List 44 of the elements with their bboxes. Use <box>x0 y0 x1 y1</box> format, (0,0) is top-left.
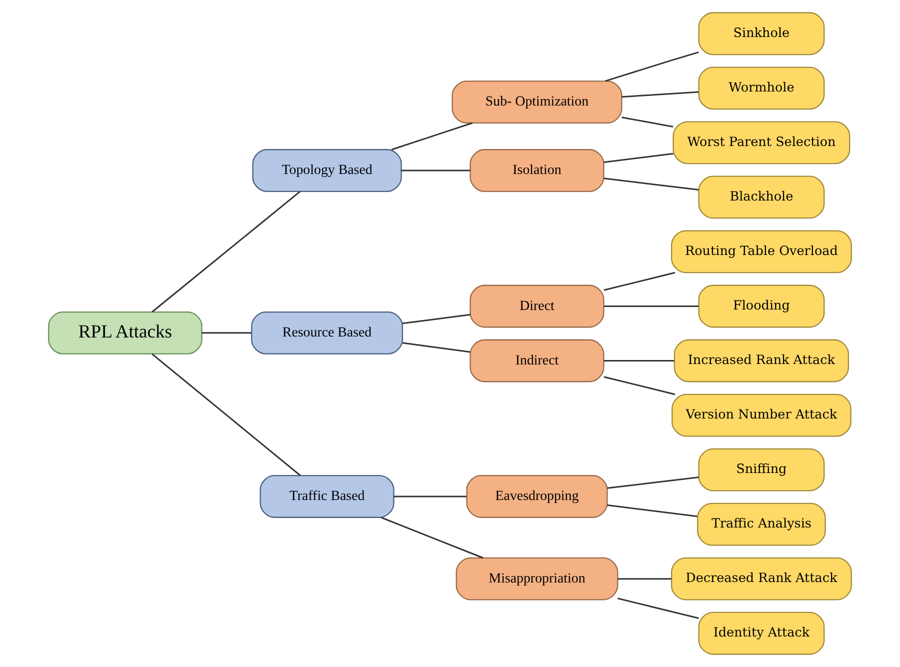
connector <box>604 152 674 164</box>
node-box: Increased Rank Attack <box>674 339 850 382</box>
node-box: Topology Based <box>252 149 402 192</box>
connector <box>402 314 470 324</box>
node-box: Decreased Rank Attack <box>670 557 852 600</box>
node-box: Traffic Based <box>260 475 394 518</box>
connector <box>622 91 699 98</box>
connector <box>604 178 699 191</box>
connector <box>380 516 484 559</box>
node-box: RPL Attacks <box>48 311 202 354</box>
node-box: Routing Table Overload <box>670 230 852 274</box>
node-box: Isolation <box>470 149 604 192</box>
node-box: Worst Parent Selection <box>672 121 850 164</box>
connector <box>202 332 252 334</box>
connector <box>604 305 699 307</box>
connector <box>604 376 676 396</box>
node-box: Flooding <box>698 284 825 328</box>
node-box: Traffic Analysis <box>697 502 826 546</box>
node-box: Identity Attack <box>698 612 825 655</box>
connector <box>152 353 301 476</box>
connector <box>604 272 676 291</box>
connector <box>605 51 699 82</box>
connector <box>401 170 470 172</box>
node-box: Sniffing <box>698 448 825 492</box>
connector <box>618 578 672 580</box>
connector <box>152 191 300 313</box>
node-box: Resource Based <box>251 311 404 354</box>
node-box: Indirect <box>470 339 604 382</box>
connector <box>622 116 674 128</box>
node-box: Sinkhole <box>698 12 825 56</box>
connector <box>402 342 470 353</box>
connector <box>391 122 473 150</box>
node-box: Version Number Attack <box>672 394 852 437</box>
connector <box>604 360 674 362</box>
node-box: Misappropriation <box>456 557 618 600</box>
node-box: Blackhole <box>698 176 825 219</box>
node-box: Sub- Optimization <box>452 80 622 124</box>
node-box: Wormhole <box>698 66 825 110</box>
connector <box>618 598 699 619</box>
node-box: Direct <box>470 284 604 328</box>
node-box: Eavesdropping <box>466 475 608 518</box>
connector <box>394 496 467 498</box>
connector <box>607 476 699 489</box>
connector <box>607 504 698 518</box>
